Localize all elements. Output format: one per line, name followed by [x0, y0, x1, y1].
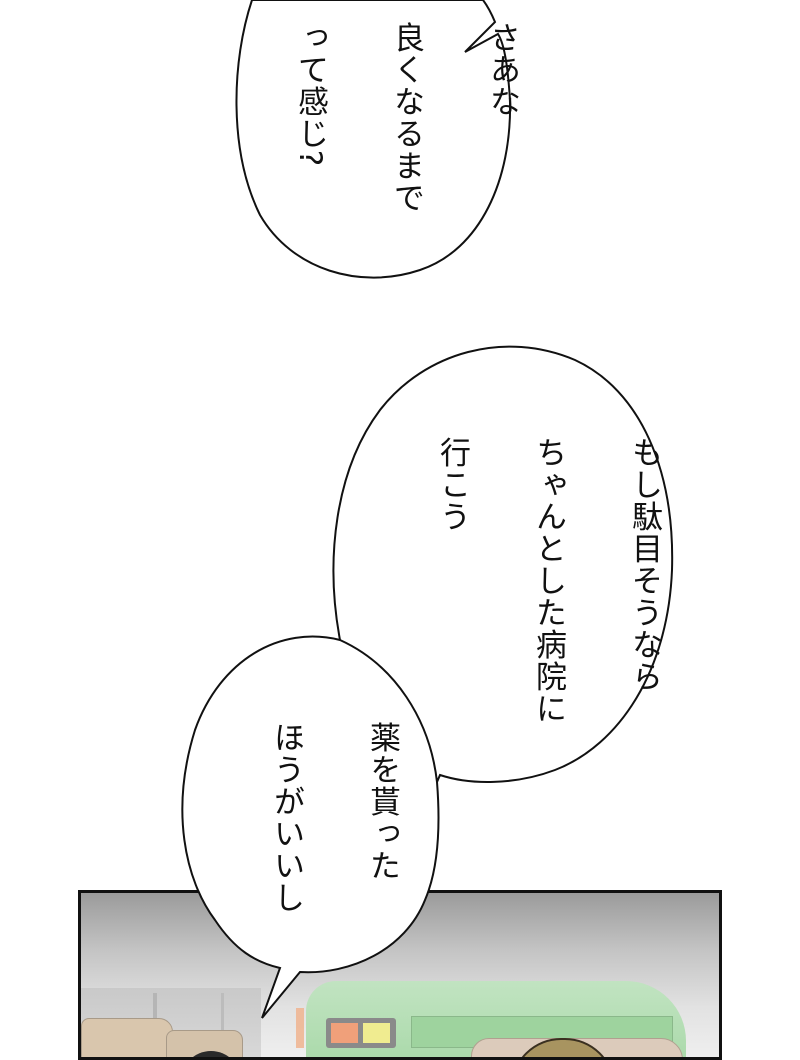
bubble-2-line-3: 行こう [434, 436, 470, 533]
bus-light-yellow [363, 1023, 390, 1043]
bubble-2-line-1: もし駄目そうなら [626, 436, 662, 693]
bubble-2-line-2: ちゃんとした病院に [530, 436, 566, 725]
speech-bubble-3-shape [181, 635, 440, 1019]
bubble-1-line-2: 良くなるまで [388, 21, 424, 214]
speech-bubble-1-shape [235, 0, 512, 279]
bubble-3-line-1: 薬を貰った [364, 721, 400, 882]
bus-side-light [296, 1008, 304, 1048]
bubble-1-line-1: さあな [484, 21, 520, 118]
bubble-3-line-2: ほうがいいし [268, 721, 304, 914]
bus-pole [221, 993, 224, 1053]
seat-left [81, 1018, 173, 1057]
speech-bubble-2-text: もし駄目そうなら ちゃんとした病院に 行こう [428, 415, 716, 755]
bus-light-orange [331, 1023, 358, 1043]
speech-bubble-3-text: 薬を貰った ほうがいいし [262, 700, 454, 920]
speech-bubble-1-text: さあな 良くなるまで って感じ? [286, 0, 574, 240]
speech-bubble-2-shape [332, 345, 674, 784]
bubble-1-line-3: って感じ? [292, 21, 328, 168]
